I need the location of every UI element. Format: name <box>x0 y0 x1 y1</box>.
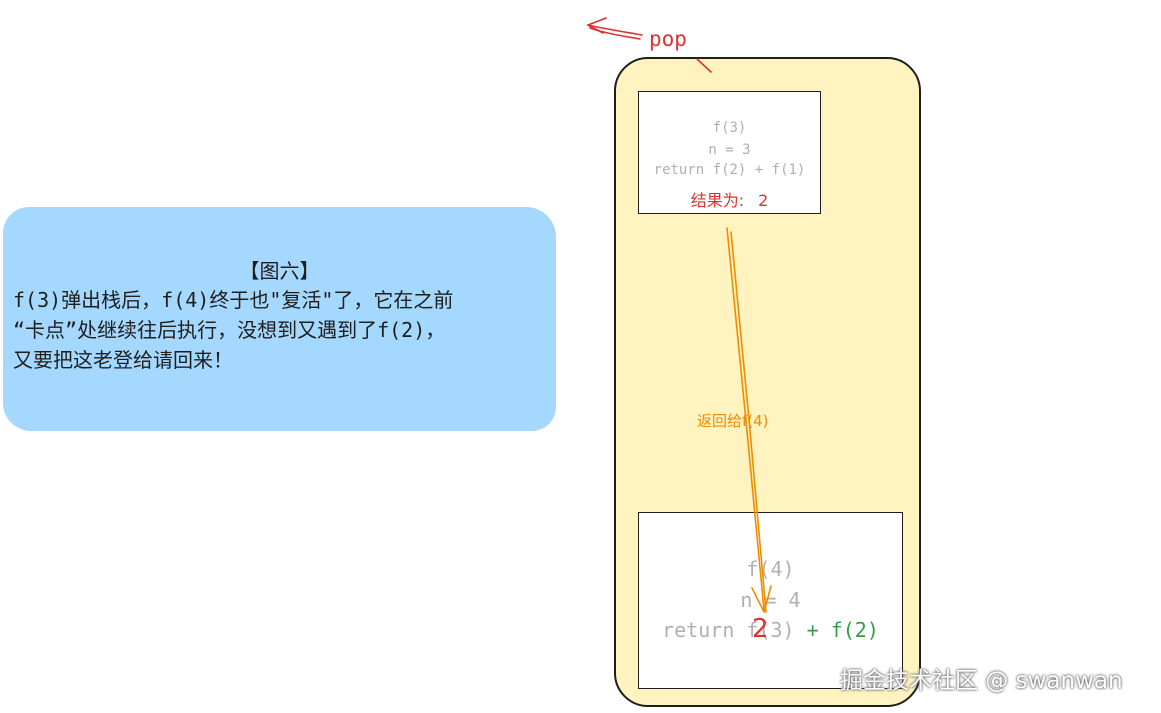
watermark: 掘金技术社区 @ swanwan <box>840 668 1123 694</box>
stack-frame-f3: f(3) n = 3 return f(2) + f(1) 结果为: 2 <box>638 91 821 214</box>
description-note: 【图六】 f(3)弹出栈后，f(4)终于也"复活"了，它在之前 “卡点”处继续往… <box>3 207 556 431</box>
note-body: f(3)弹出栈后，f(4)终于也"复活"了，它在之前 “卡点”处继续往后执行，没… <box>13 288 454 372</box>
frame-f3-return: return f(2) + f(1) <box>653 162 806 178</box>
result-label: 结果为: <box>690 191 745 210</box>
frame-f4-return: return f(3) <box>662 618 795 642</box>
pop-label: pop <box>649 27 687 51</box>
frame-f4-plus-f2: + f(2) <box>806 618 879 642</box>
frame-f4-n: n = 4 <box>740 588 801 612</box>
replaced-value: 2 <box>752 614 769 644</box>
result-value: 2 <box>758 191 769 210</box>
frame-f4-name: f(4) <box>746 557 795 581</box>
frame-f3-result: 结果为: 2 <box>639 187 820 211</box>
note-title: 【图六】 <box>239 259 320 283</box>
frame-f3-n: n = 3 <box>708 142 751 158</box>
frame-f3-name: f(3) <box>712 120 747 136</box>
frame-f4-return-line: return f(3) + f(2) <box>639 618 902 642</box>
return-label: 返回给f(4) <box>697 412 769 430</box>
